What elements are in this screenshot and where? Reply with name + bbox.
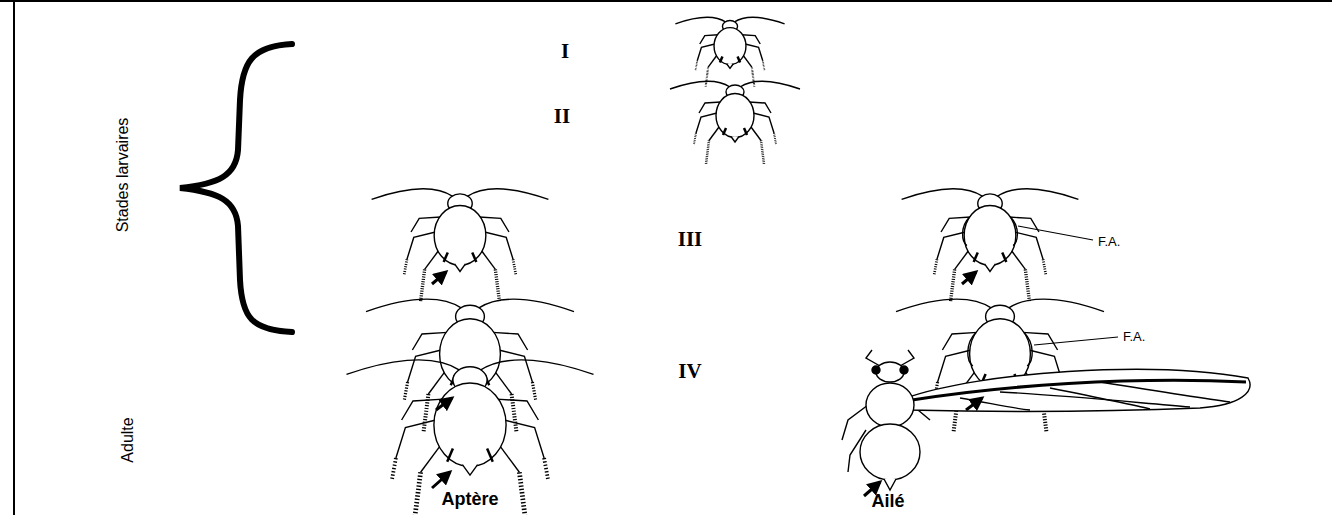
stage-number: I <box>561 40 569 63</box>
morph-label: Aptère <box>441 490 498 510</box>
stage-number: II <box>554 105 570 128</box>
stage-group-label: Stades larvaires <box>114 118 132 233</box>
morph-label: Ailé <box>871 492 904 512</box>
stage-number: IV <box>678 360 701 383</box>
wing-pad-label: F.A. <box>1123 330 1145 344</box>
stage-number: III <box>678 228 703 251</box>
wing-pad-label: F.A. <box>1098 235 1120 249</box>
stage-group-label: Adulte <box>119 417 137 462</box>
